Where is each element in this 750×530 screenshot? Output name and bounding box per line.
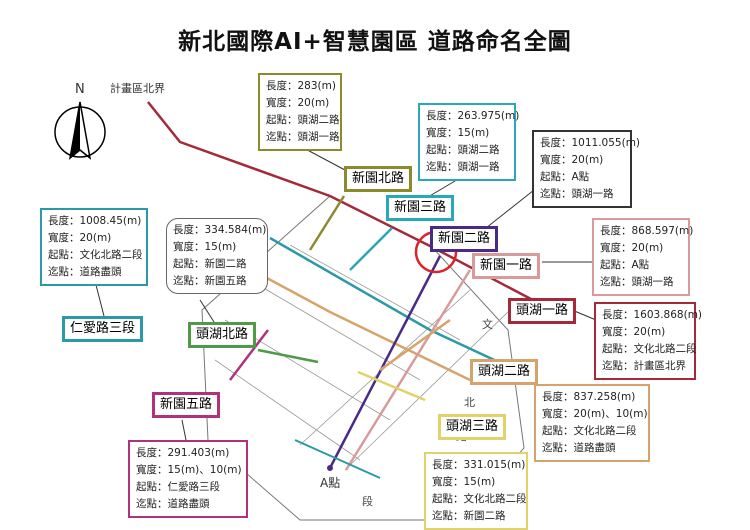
info-end: 迄點：道路盡頭 bbox=[542, 442, 616, 454]
info-start: 起點：A點 bbox=[540, 171, 590, 183]
info-width: 寬度：20(m) bbox=[540, 154, 604, 166]
road-xinyuan-1 bbox=[344, 269, 472, 471]
info-box-touhu-3: 長度：331.015(m) 寬度：15(m) 起點：文化北路二段 迄點：新園二路 bbox=[424, 452, 528, 530]
tag-xinyuan-1[interactable]: 新園一路 bbox=[472, 253, 541, 279]
north-border-label: 計畫區北界 bbox=[110, 82, 165, 95]
info-start: 起點：仁愛路三段 bbox=[136, 481, 220, 493]
tag-renai-3[interactable]: 仁愛路三段 bbox=[62, 316, 144, 342]
north-label: N bbox=[75, 82, 85, 97]
road-touhu-1 bbox=[147, 101, 549, 310]
info-box-touhu-1: 長度：1603.868(m) 寬度：20(m) 起點：文化北路二段 迄點：計畫區… bbox=[594, 302, 703, 380]
info-length: 長度：291.403(m) bbox=[136, 447, 230, 459]
info-length: 長度：868.597(m) bbox=[600, 225, 694, 237]
info-end: 迄點：新園五路 bbox=[173, 275, 247, 287]
info-width: 寬度：15(m) bbox=[426, 127, 490, 139]
tag-xinyuan-5[interactable]: 新園五路 bbox=[152, 392, 221, 418]
info-width: 寬度：20(m) bbox=[266, 97, 330, 109]
info-box-touhu-2: 長度：837.258(m) 寬度：20(m)、10(m) 起點：文化北路二段 迄… bbox=[534, 384, 650, 462]
info-end: 迄點：道路盡頭 bbox=[48, 266, 122, 278]
info-start: 起點：文化北路二段 bbox=[602, 343, 697, 355]
tag-xinyuan-3[interactable]: 新園三路 bbox=[386, 195, 455, 221]
road-renai-3 bbox=[269, 236, 521, 374]
road-xinyuan-3 bbox=[294, 439, 381, 479]
info-box-xinyuan-2: 長度：1011.055(m) 寬度：20(m) 起點：A點 迄點：頭湖一路 bbox=[532, 130, 641, 208]
info-box-xinyuan-1: 長度：868.597(m) 寬度：20(m) 起點：A點 迄點：頭湖一路 bbox=[592, 218, 694, 296]
info-length: 長度：1603.868(m) bbox=[602, 309, 703, 321]
info-length: 長度：283(m) bbox=[266, 80, 336, 92]
info-end: 迄點：頭湖一路 bbox=[426, 161, 500, 173]
info-width: 寬度：20(m)、10(m) bbox=[542, 408, 648, 420]
tag-touhu-north[interactable]: 頭湖北路 bbox=[188, 322, 257, 348]
north-compass bbox=[54, 101, 106, 160]
page-title: 新北國際AI+智慧園區 道路命名全圖 bbox=[178, 29, 572, 55]
info-start: 起點：頭湖二路 bbox=[426, 144, 500, 156]
arrow-xinyuan-3 bbox=[349, 227, 393, 271]
info-length: 長度：331.015(m) bbox=[432, 459, 526, 471]
tag-xinyuan-2[interactable]: 新園二路 bbox=[430, 226, 499, 252]
info-box-xinyuan-north: 長度：283(m) 寬度：20(m) 起點：頭湖二路 迄點：頭湖一路 bbox=[258, 73, 342, 151]
tag-touhu-1[interactable]: 頭湖一路 bbox=[508, 298, 577, 324]
info-end: 迄點：新園二路 bbox=[432, 510, 506, 522]
info-length: 長度：837.258(m) bbox=[542, 391, 636, 403]
arrow-xinyuan-north bbox=[308, 195, 346, 251]
tag-touhu-2[interactable]: 頭湖二路 bbox=[470, 359, 539, 385]
info-width: 寬度：20(m) bbox=[600, 242, 664, 254]
info-start: 起點：文化北路二段 bbox=[542, 425, 637, 437]
info-start: 起點：文化北路二段 bbox=[432, 493, 527, 505]
info-box-renai-3: 長度：1008.45(m) 寬度：20(m) 起點：文化北路二段 迄點：道路盡頭 bbox=[40, 208, 148, 286]
arrow-touhu-3 bbox=[357, 370, 426, 402]
side-road-char-1: 文 bbox=[482, 318, 493, 331]
tag-touhu-3[interactable]: 頭湖三路 bbox=[438, 414, 507, 440]
info-box-xinyuan-3: 長度：263.975(m) 寬度：15(m) 起點：頭湖二路 迄點：頭湖一路 bbox=[418, 103, 520, 181]
info-width: 寬度：20(m) bbox=[48, 232, 112, 244]
arrow-touhu-2 bbox=[379, 318, 451, 372]
road-xinyuan-2 bbox=[328, 255, 442, 469]
info-end: 迄點：頭湖一路 bbox=[266, 131, 340, 143]
info-start: 起點：新園二路 bbox=[173, 258, 247, 270]
info-width: 寬度：15(m) bbox=[432, 476, 496, 488]
info-end: 迄點：計畫區北界 bbox=[602, 360, 686, 372]
info-box-xinyuan-5: 長度：291.403(m) 寬度：15(m)、10(m) 起點：仁愛路三段 迄點… bbox=[128, 440, 248, 518]
info-length: 長度：1008.45(m) bbox=[48, 215, 142, 227]
arrow-xinyuan-5 bbox=[229, 329, 269, 381]
info-start: 起點：A點 bbox=[600, 259, 650, 271]
road-touhu-2 bbox=[251, 268, 471, 382]
info-end: 迄點：道路盡頭 bbox=[136, 498, 210, 510]
info-length: 長度：334.584(m) bbox=[173, 224, 267, 236]
info-width: 寬度：15(m)、10(m) bbox=[136, 464, 242, 476]
info-width: 寬度：20(m) bbox=[602, 326, 666, 338]
point-a-marker bbox=[327, 465, 333, 471]
info-box-touhu-north: 長度：334.584(m) 寬度：15(m) 起點：新園二路 迄點：新園五路 bbox=[166, 218, 268, 294]
info-start: 起點：頭湖二路 bbox=[266, 114, 340, 126]
block-lines bbox=[214, 244, 511, 471]
info-start: 起點：文化北路二段 bbox=[48, 249, 143, 261]
tag-xinyuan-north[interactable]: 新園北路 bbox=[344, 166, 413, 192]
info-length: 長度：1011.055(m) bbox=[540, 137, 641, 149]
side-road-char-3: 北 bbox=[464, 396, 475, 409]
side-road-char-6: 段 bbox=[362, 495, 373, 508]
info-length: 長度：263.975(m) bbox=[426, 110, 520, 122]
point-a-label: A點 bbox=[320, 476, 341, 490]
arrow-touhu-north bbox=[257, 348, 319, 364]
info-end: 迄點：頭湖一路 bbox=[600, 276, 674, 288]
info-end: 迄點：頭湖一路 bbox=[540, 188, 614, 200]
info-width: 寬度：15(m) bbox=[173, 241, 237, 253]
